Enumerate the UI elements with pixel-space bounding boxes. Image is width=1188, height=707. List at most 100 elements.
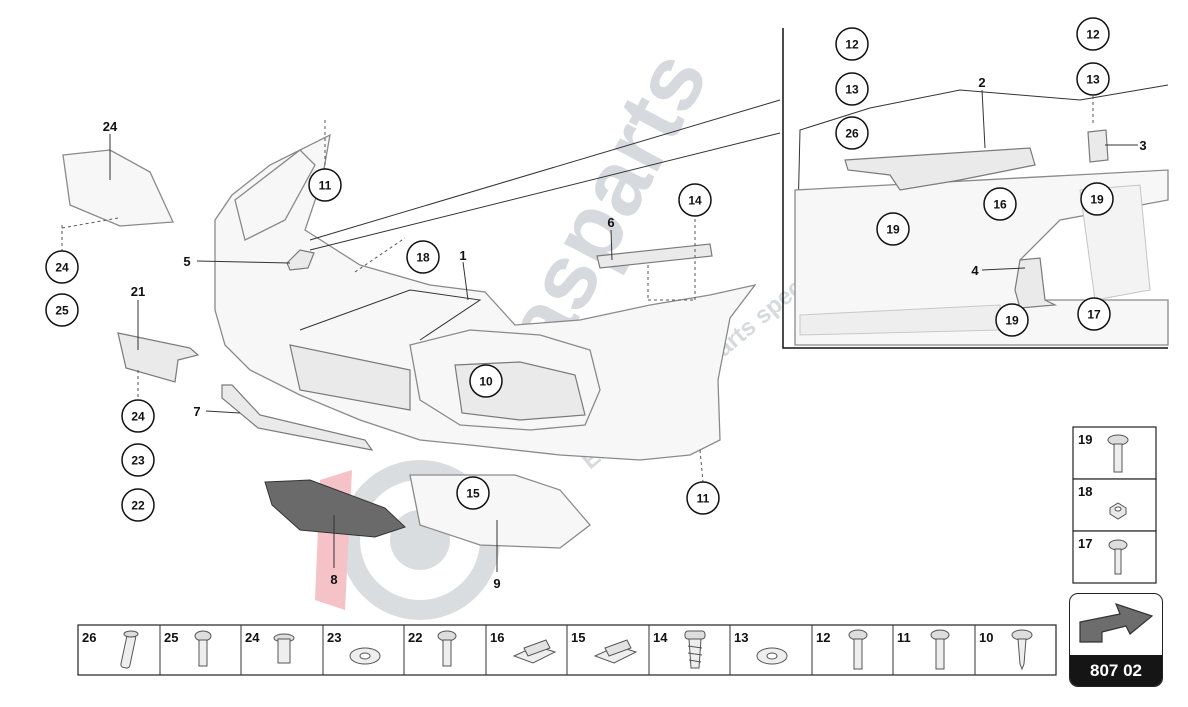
short-screw-icon bbox=[194, 630, 212, 667]
svg-text:11: 11 bbox=[697, 492, 710, 506]
part-8-grille bbox=[264, 479, 406, 538]
label-4: 4 bbox=[971, 263, 979, 278]
callout-18: 18 bbox=[406, 240, 440, 274]
label-3: 3 bbox=[1139, 138, 1146, 153]
part-7-strip bbox=[221, 384, 374, 451]
detail-inset bbox=[782, 28, 1169, 349]
clip-nut-icon bbox=[512, 639, 557, 664]
svg-text:16: 16 bbox=[993, 198, 1007, 212]
label-1: 1 bbox=[459, 248, 466, 263]
hex-nut-icon bbox=[1109, 502, 1127, 520]
part-5-clip bbox=[286, 249, 315, 271]
svg-text:12: 12 bbox=[845, 38, 859, 52]
svg-text:19: 19 bbox=[886, 223, 900, 237]
svg-text:13: 13 bbox=[1086, 73, 1100, 87]
part-labels: 24 5 1 21 7 8 9 6 2 3 4 bbox=[103, 75, 1147, 591]
label-20: 21 bbox=[131, 284, 145, 299]
flange-bolt-icon bbox=[930, 629, 950, 670]
legend-num-12: 12 bbox=[816, 630, 830, 645]
svg-text:12: 12 bbox=[1086, 28, 1100, 42]
legend-num-11: 11 bbox=[897, 630, 911, 645]
label-21: 24 bbox=[103, 119, 118, 134]
callout-17: 17 bbox=[1077, 297, 1111, 331]
svg-text:17: 17 bbox=[1087, 308, 1101, 322]
expansion-rivet-icon bbox=[684, 630, 706, 669]
part-6-bar bbox=[596, 243, 713, 269]
svg-text:24: 24 bbox=[131, 410, 145, 424]
svg-text:24: 24 bbox=[55, 261, 69, 275]
label-7: 7 bbox=[193, 404, 200, 419]
callout-22: 22 bbox=[121, 488, 155, 522]
callout-14: 14 bbox=[678, 183, 712, 217]
legend-num-26: 26 bbox=[82, 630, 96, 645]
svg-text:23: 23 bbox=[131, 454, 145, 468]
svg-text:22: 22 bbox=[131, 499, 145, 513]
callout-13-detail-right: 13 bbox=[1076, 62, 1110, 96]
side-legend: 19 18 17 bbox=[1072, 426, 1157, 584]
callout-13-detail-left: 13 bbox=[835, 72, 869, 106]
legend-num-14: 14 bbox=[653, 630, 668, 645]
bushing-icon bbox=[273, 633, 295, 664]
side-legend-num-19: 19 bbox=[1078, 432, 1092, 447]
svg-text:14: 14 bbox=[688, 194, 702, 208]
figure-number: 807 02 bbox=[1070, 655, 1162, 686]
callout-24-left: 24 bbox=[45, 250, 79, 284]
callout-15: 15 bbox=[456, 476, 490, 510]
tapping-screw-icon bbox=[1011, 629, 1033, 671]
label-2: 2 bbox=[978, 75, 985, 90]
callout-25-left: 25 bbox=[45, 293, 79, 327]
callout-23: 23 bbox=[121, 443, 155, 477]
legend-num-24: 24 bbox=[245, 630, 260, 645]
label-5: 5 bbox=[183, 254, 190, 269]
callout-16: 16 bbox=[983, 187, 1017, 221]
screw-icon bbox=[1108, 539, 1128, 575]
sleeve-icon bbox=[120, 630, 139, 669]
svg-text:25: 25 bbox=[55, 304, 69, 318]
callout-24-mid: 24 bbox=[121, 399, 155, 433]
callout-26: 26 bbox=[835, 116, 869, 150]
clip-nut-icon bbox=[593, 639, 638, 664]
svg-text:18: 18 bbox=[416, 251, 430, 265]
legend-num-25: 25 bbox=[164, 630, 178, 645]
flange-bolt-icon bbox=[437, 630, 457, 667]
label-6: 6 bbox=[607, 215, 614, 230]
svg-text:19: 19 bbox=[1005, 314, 1019, 328]
legend-num-23: 23 bbox=[327, 630, 341, 645]
washer-icon bbox=[349, 647, 381, 665]
svg-text:10: 10 bbox=[479, 375, 493, 389]
legend-num-13: 13 bbox=[734, 630, 748, 645]
callout-12-detail-left: 12 bbox=[835, 27, 869, 61]
label-9: 9 bbox=[493, 576, 500, 591]
svg-text:26: 26 bbox=[845, 127, 859, 141]
part-9-duct bbox=[409, 474, 591, 549]
legend-num-22: 22 bbox=[408, 630, 422, 645]
svg-text:15: 15 bbox=[466, 487, 480, 501]
part-20-plate bbox=[117, 332, 200, 383]
figure-badge: 807 02 bbox=[1069, 593, 1163, 687]
legend-num-10: 10 bbox=[979, 630, 993, 645]
svg-text:11: 11 bbox=[319, 179, 332, 193]
legend-num-16: 16 bbox=[490, 630, 504, 645]
callout-12-detail-right: 12 bbox=[1076, 17, 1110, 51]
svg-text:13: 13 bbox=[845, 83, 859, 97]
front-bumper bbox=[214, 133, 757, 461]
label-8: 8 bbox=[330, 572, 337, 587]
long-bolt-icon bbox=[848, 629, 868, 670]
bottom-legend: 26 25 24 23 22 16 15 14 13 12 11 10 bbox=[77, 624, 1057, 676]
legend-num-15: 15 bbox=[571, 630, 585, 645]
callout-19-detail-bottom: 19 bbox=[995, 303, 1029, 337]
washer-icon bbox=[756, 647, 788, 665]
side-legend-num-17: 17 bbox=[1078, 536, 1092, 551]
callouts: 11 18 24 25 24 23 22 10 15 11 14 12 13 2… bbox=[45, 17, 1114, 522]
flange-bolt-icon bbox=[1107, 434, 1129, 473]
leader-lines bbox=[61, 89, 1138, 572]
direction-arrow-icon bbox=[1079, 603, 1154, 643]
callout-11-bottom: 11 bbox=[686, 481, 720, 515]
side-legend-num-18: 18 bbox=[1078, 484, 1092, 499]
part-21-bracket bbox=[62, 149, 174, 227]
callout-10: 10 bbox=[469, 364, 503, 398]
callout-19-detail-right: 19 bbox=[1080, 182, 1114, 216]
callout-11-top: 11 bbox=[308, 168, 342, 202]
callout-19-detail-left: 19 bbox=[876, 212, 910, 246]
